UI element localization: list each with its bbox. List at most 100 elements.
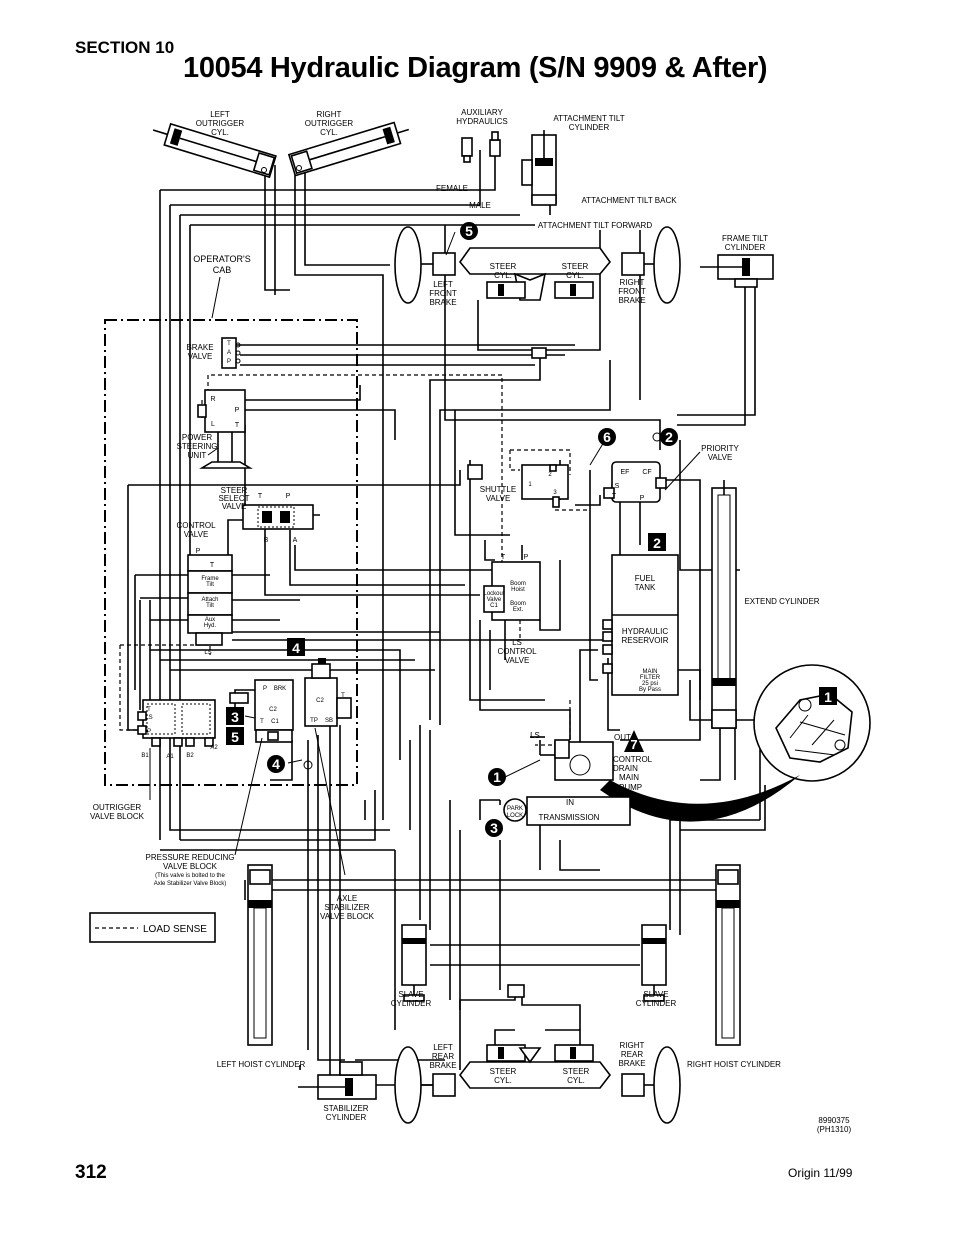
outrigger-valve-label-2: VALVE BLOCK [90,812,145,821]
park-lock-label-1: PARK [507,806,523,812]
callout-1-square: 1 [819,687,837,705]
svg-text:C2: C2 [269,707,277,713]
lf-brake-label-3: BRAKE [429,298,456,307]
svg-text:TP: TP [310,718,318,724]
transmission [526,796,631,826]
svg-text:Boom: Boom [510,581,526,587]
svg-text:Tilt: Tilt [206,582,214,588]
steer-select-label-1: STEER [221,486,248,495]
right-slave-label-1: SLAVE [643,990,668,999]
filter-label-1: MAIN [643,669,658,675]
steer-cyl-fl-2: CYL. [494,271,512,280]
left-front-wheel [394,226,422,304]
main-pump [554,739,614,781]
female-label: FEMALE [436,184,468,193]
right-slave-cylinder [641,924,667,1002]
operators-cab-boundary [104,319,358,786]
stabilizer-label-2: CYLINDER [326,1113,367,1122]
ls-control-label-2: CONTROL [497,647,537,656]
male-label: MALE [469,201,491,210]
lr-brake-label-1: LEFT [433,1043,453,1052]
svg-text:P: P [524,554,529,561]
right-rear-brake [621,1073,645,1097]
svg-text:T: T [341,693,345,699]
aux-hydraulics-couplers [461,131,501,163]
svg-text:T: T [260,719,264,725]
ls-control-label-3: VALVE [505,656,530,665]
origin-date: Origin 11/99 [788,1166,853,1180]
left-aligned-labels: CONTROL DRAIN MAIN PUMP OUT [613,733,653,792]
frame-tilt-label-2: CYLINDER [725,243,766,252]
pump-inset [753,664,871,782]
right-front-brake [621,252,645,276]
shuttle-valve [467,464,483,480]
power-steering-label-2: STEERING [177,442,218,451]
callout-7: 7 [630,737,637,752]
steer-cyl-rr-2: CYL. [567,1076,585,1085]
svg-text:A2: A2 [210,745,218,751]
solenoid-coil [229,692,249,704]
leader-lines [149,231,701,876]
pump-inset-pointer [600,775,800,822]
priority-label-2: VALVE [708,453,733,462]
left-outrigger-label-1: LEFT [210,110,230,119]
svg-text:A: A [227,350,231,356]
svg-text:BRK: BRK [274,686,286,692]
frame-tilt-label-1: FRAME TILT [722,234,768,243]
svg-text:T: T [227,341,231,347]
axle-stabilizer-label-3: VALVE BLOCK [320,912,375,921]
rf-brake-label-2: FRONT [618,287,646,296]
brake-valve-label-1: BRAKE [186,343,213,352]
svg-text:2: 2 [653,535,661,551]
priority-valve [603,461,667,503]
svg-text:T: T [258,493,263,500]
power-steering-label-3: UNIT [188,451,207,460]
tee-fitting-front [531,347,547,359]
steer-cyl-fl-1: STEER [490,262,517,271]
rf-brake-label-3: BRAKE [618,296,645,305]
left-hoist-cylinder [247,864,273,1046]
left-slave-cylinder [401,924,427,1002]
drawing-number-2: (PH1310) [817,1125,852,1134]
rf-brake-label-1: RIGHT [620,278,645,287]
pressure-reducing-label-1: PRESSURE REDUCING [146,853,235,862]
callout-4-square: 4 [287,638,305,656]
svg-text:4: 4 [272,756,280,772]
lf-brake-label-1: LEFT [433,280,453,289]
svg-text:Tilt: Tilt [206,603,214,609]
steer-cyl-fr-2: CYL. [566,271,584,280]
steer-select-label-3: VALVE [222,502,247,511]
steer-cyl-rr-1: STEER [563,1067,590,1076]
in-label: IN [566,798,574,807]
outrigger-valve-block [137,699,216,747]
control-valve-label-2: VALVE [184,530,209,539]
filter-label-2: FILTER [640,675,661,681]
ls-control-valve [483,561,541,621]
svg-text:Ext.: Ext. [513,607,524,613]
steer-cyl-fr-1: STEER [562,262,589,271]
shuttle-label-1: SHUTTLE [480,485,516,494]
right-hoist-cylinder [715,864,741,1046]
svg-text:C1: C1 [490,603,498,609]
front-steer-axle [458,247,612,301]
svg-text:C1: C1 [271,719,279,725]
svg-text:3: 3 [231,709,239,725]
attach-tilt-back-label: ATTACHMENT TILT BACK [581,196,677,205]
svg-text:T: T [147,707,151,713]
callout-1-circle: 1 [488,768,506,786]
load-sense-legend [89,912,216,943]
axle-stabilizer-label-1: AXLE [337,894,357,903]
left-slave-label-1: SLAVE [398,990,423,999]
fuel-tank-label-1: FUEL [635,574,656,583]
svg-text:4: 4 [292,640,300,656]
svg-text:P: P [286,493,291,500]
filter-label-4: By Pass [639,687,661,693]
rear-steer-axle [458,984,612,1089]
load-sense-legend-label: LOAD SENSE [143,924,207,935]
fuel-tank-label-2: TANK [635,583,656,592]
callout-5-top: 5 [460,222,478,240]
callout-6: 6 [598,428,616,446]
svg-text:2: 2 [548,472,552,478]
svg-text:C2: C2 [316,698,324,704]
